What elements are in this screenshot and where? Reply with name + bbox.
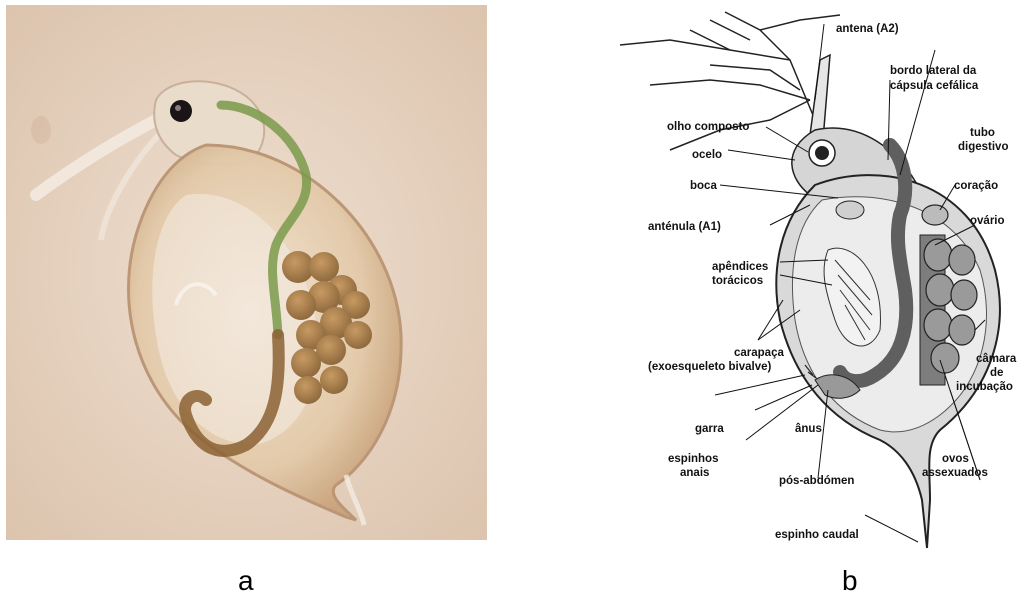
- label-bordo-2: cápsula cefálica: [890, 80, 979, 92]
- label-ocelo: ocelo: [692, 149, 722, 161]
- label-carapaca-1: carapaça: [734, 347, 784, 359]
- label-tubo-1: tubo: [970, 127, 995, 139]
- label-ovario: ovário: [970, 215, 1005, 227]
- heart: [922, 205, 948, 225]
- label-boca: boca: [690, 180, 717, 192]
- label-apendices-2: torácicos: [712, 275, 763, 287]
- label-bordo-1: bordo lateral da: [890, 65, 977, 77]
- label-camara-1: câmara: [976, 353, 1017, 365]
- label-apendices-1: apêndices: [712, 261, 768, 273]
- daphnia-diagram: antena (A2) bordo lateral da cápsula cef…: [600, 0, 1018, 560]
- label-camara-2: de: [990, 367, 1003, 379]
- label-espinhos-1: espinhos: [668, 453, 718, 465]
- panel-letter-b: b: [842, 565, 858, 597]
- label-garra: garra: [695, 423, 724, 435]
- daphnia-photo-image: [6, 5, 487, 540]
- daphnia-photo: [6, 5, 487, 540]
- label-anus: ânus: [795, 423, 822, 435]
- label-pos-abdomen: pós-abdómen: [779, 475, 854, 487]
- label-coracao: coração: [954, 180, 998, 192]
- label-espinho-caudal: espinho caudal: [775, 529, 859, 541]
- label-espinhos-2: anais: [680, 467, 709, 479]
- label-antena: antena (A2): [836, 23, 899, 35]
- label-olho: olho composto: [667, 121, 749, 133]
- label-ovos-1: ovos: [942, 453, 969, 465]
- label-tubo-2: digestivo: [958, 141, 1008, 153]
- label-carapaca-2: (exoesqueleto bivalve): [648, 361, 772, 373]
- panel-letter-a: a: [238, 565, 254, 597]
- daphnia-diagram-drawing: antena (A2) bordo lateral da cápsula cef…: [600, 0, 1018, 560]
- label-camara-3: incubação: [956, 381, 1013, 393]
- label-ovos-2: assexuados: [922, 467, 988, 479]
- label-antenula: anténula (A1): [648, 221, 721, 233]
- mouth-parts: [836, 201, 864, 219]
- compound-eye-center: [815, 146, 829, 160]
